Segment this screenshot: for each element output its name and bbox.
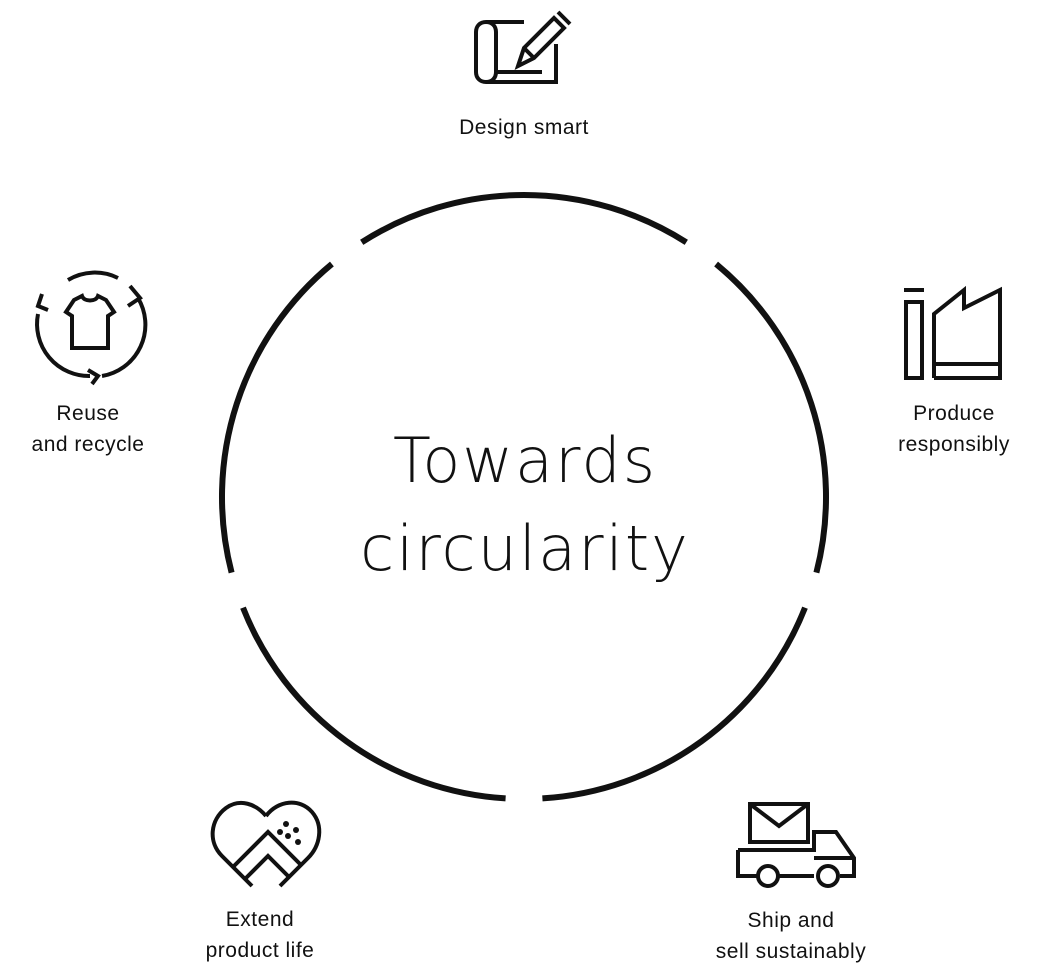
- ring-arc: [360, 191, 688, 245]
- recycle-tshirt-icon: [30, 266, 150, 386]
- ring-arc: [714, 261, 829, 574]
- step-label-line: sell sustainably: [715, 940, 867, 963]
- step-label-line: Design smart: [459, 116, 589, 139]
- delivery-truck-icon: [736, 800, 858, 892]
- step-label-line: product life: [205, 939, 315, 962]
- factory-icon: [902, 285, 1004, 380]
- design-pencil-icon: [472, 10, 580, 88]
- step-label-line: and recycle: [31, 433, 145, 456]
- center-title-line-1: Towards: [392, 424, 658, 497]
- step-label-produce-responsibly: Produce responsibly: [866, 398, 1038, 460]
- step-label-line: Produce: [913, 402, 995, 425]
- center-title-line-2: circularity: [360, 512, 690, 585]
- step-label-line: Extend: [225, 908, 295, 931]
- patched-heart-icon: [208, 796, 324, 892]
- ring-arc: [240, 606, 506, 802]
- step-label-line: responsibly: [898, 433, 1010, 456]
- step-label-reuse-and-recycle: Reuse and recycle: [0, 398, 176, 460]
- step-label-line: Ship and: [747, 909, 835, 932]
- ring-arc: [542, 606, 808, 802]
- step-label-extend-product-life: Extend product life: [160, 904, 360, 966]
- step-label-ship-and-sell: Ship and sell sustainably: [686, 905, 896, 967]
- step-label-design-smart: Design smart: [424, 112, 624, 143]
- ring-arc: [219, 261, 334, 574]
- ring-arc-segments: [219, 191, 829, 802]
- step-label-line: Reuse: [56, 402, 120, 425]
